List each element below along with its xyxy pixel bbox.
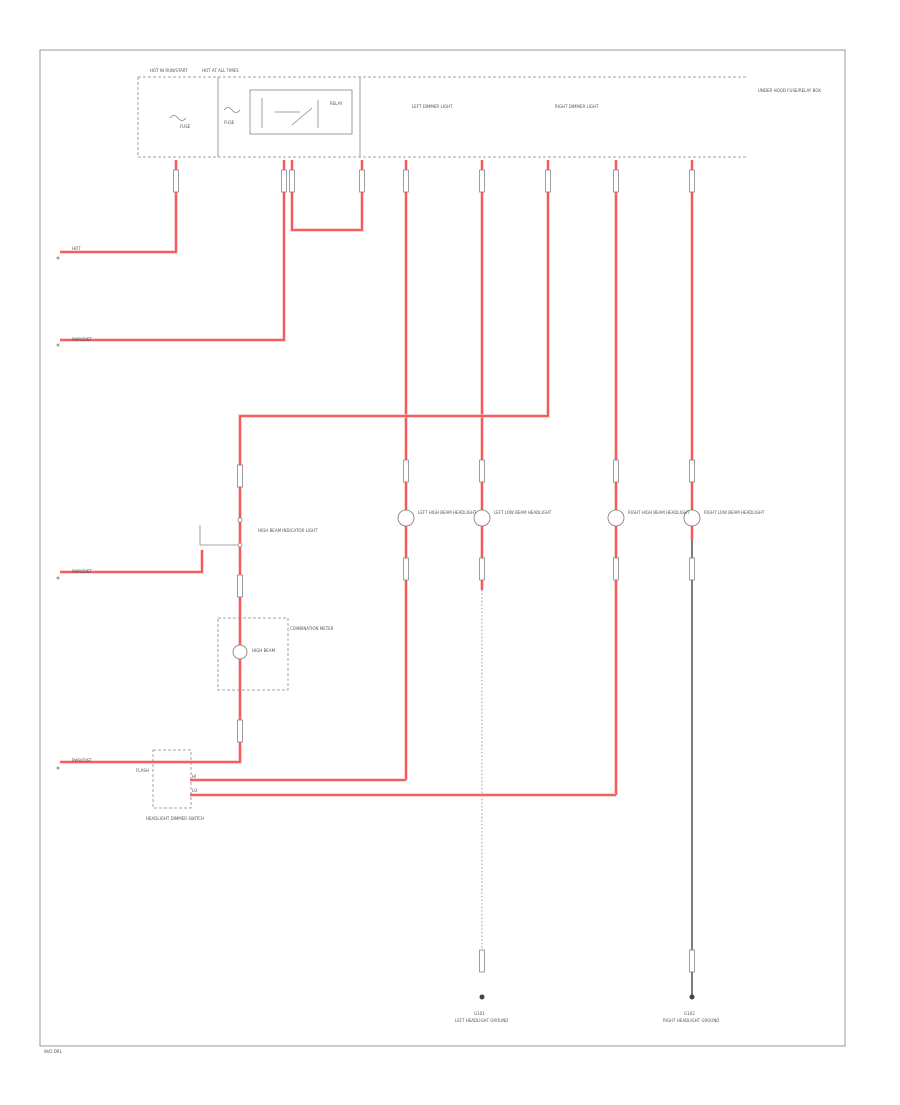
tag-lo: LO [192, 788, 197, 793]
fuse-box-header-left: HOT IN RUN/START [150, 68, 188, 73]
wire-upper-bus-halo [238, 160, 550, 720]
connector-1 [173, 169, 179, 193]
connector-12 [479, 459, 485, 483]
lamp-right-low [683, 509, 701, 527]
ground-right-id: G102 [684, 1011, 695, 1016]
headlight-lamps: LEFT HIGH BEAM HEADLIGHT LEFT LOW BEAM H… [397, 509, 765, 527]
circuit-b-label: RIGHT DIMMER LIGHT [555, 104, 599, 109]
connector-18 [689, 557, 695, 581]
wire-indicator-feed [60, 550, 203, 573]
wire-feed-hot-halo [60, 160, 178, 254]
connector-19 [237, 574, 243, 598]
connector-16 [479, 557, 485, 581]
headlight-dimmer-switch: HEADLIGHT DIMMER SWITCH HI LO FLASH [136, 749, 204, 821]
connector-15 [403, 557, 409, 581]
lamp2-label: LEFT LOW BEAM HEADLIGHT [494, 510, 552, 515]
wire-upper-bus [239, 160, 549, 720]
ref-4: PWR/DIST [72, 758, 92, 763]
wire-feed-dist [60, 160, 285, 341]
high-beam-indicator-lamp [232, 644, 248, 660]
connector-6 [479, 169, 485, 193]
fuse-box-header-right: HOT AT ALL TIMES [202, 68, 239, 73]
wire-feed-hot [60, 160, 177, 253]
high-beam-switch: HIGH BEAM INDICATOR LIGHT [199, 517, 318, 548]
left-references: HOT PWR/DIST PWR/DIST PWR/DIST [56, 246, 92, 770]
ground-right-label: RIGHT HEADLIGHT GROUND [663, 1018, 719, 1023]
ground-point-left [479, 994, 485, 1000]
fuse-b-label: FUSE [224, 120, 235, 125]
wire-dimmer-feed-halo [60, 720, 242, 764]
fuse-relay-box: HOT IN RUN/START HOT AT ALL TIMES FUSE F… [137, 68, 821, 158]
wire-relay-link [291, 160, 363, 231]
tag-hi: HI [192, 774, 196, 779]
ground-left-label: LEFT HEADLIGHT GROUND [455, 1018, 508, 1023]
lamp-left-high [397, 509, 415, 527]
connector-11 [403, 459, 409, 483]
lamp1-label: LEFT HIGH BEAM HEADLIGHT [418, 510, 477, 515]
ground-wires [481, 540, 693, 998]
ground-point-right [689, 994, 695, 1000]
lamp4-label: RIGHT LOW BEAM HEADLIGHT [704, 510, 765, 515]
ref-1: HOT [72, 246, 81, 251]
connector-8 [613, 169, 619, 193]
lamp3-label: RIGHT HIGH BEAM HEADLIGHT [628, 510, 690, 515]
lamp-left-low [473, 509, 491, 527]
wire-relay-link-halo [290, 160, 364, 232]
diagram-frame [39, 49, 846, 1047]
relay-symbol [249, 89, 353, 135]
ref-3: PWR/DIST [72, 569, 92, 574]
connectors [173, 169, 695, 973]
connector-3 [289, 169, 295, 193]
power-wires [60, 160, 694, 797]
wire-dimmer-feed [60, 720, 241, 763]
connector-20 [237, 719, 243, 743]
high-beam-switch-label: HIGH BEAM INDICATOR LIGHT [258, 528, 318, 533]
connector-2 [281, 169, 287, 193]
combination-meter: COMBINATION METER HIGH BEAM [217, 617, 334, 691]
circuit-a-label: LEFT DIMMER LIGHT [412, 104, 453, 109]
grounds: G101 LEFT HEADLIGHT GROUND G102 RIGHT HE… [455, 994, 719, 1023]
ref-2: PWR/DIST [72, 337, 92, 342]
dimmer-switch-label: HEADLIGHT DIMMER SWITCH [146, 816, 204, 821]
fuse-box-label: UNDER HOOD FUSE/RELAY BOX [758, 88, 821, 93]
footer-label: W/O DRL [44, 1049, 63, 1054]
fuse-symbol-b [223, 107, 241, 113]
connector-21 [479, 949, 485, 973]
connector-9 [689, 169, 695, 193]
lamp-right-high [607, 509, 625, 527]
fuse-symbol-a [169, 115, 187, 121]
connector-10 [237, 464, 243, 488]
connector-13 [613, 459, 619, 483]
ground-left-id: G101 [474, 1011, 485, 1016]
tag-flash: FLASH [136, 768, 149, 773]
connector-17 [613, 557, 619, 581]
fuse-a-label: FUSE [180, 124, 191, 129]
connector-22 [689, 949, 695, 973]
connector-7 [545, 169, 551, 193]
combination-meter-inner: HIGH BEAM [252, 648, 276, 653]
relay-label: RELAY [330, 101, 343, 106]
connector-5 [403, 169, 409, 193]
combination-meter-label: COMBINATION METER [290, 626, 334, 631]
connector-4 [359, 169, 365, 193]
connector-14 [689, 459, 695, 483]
